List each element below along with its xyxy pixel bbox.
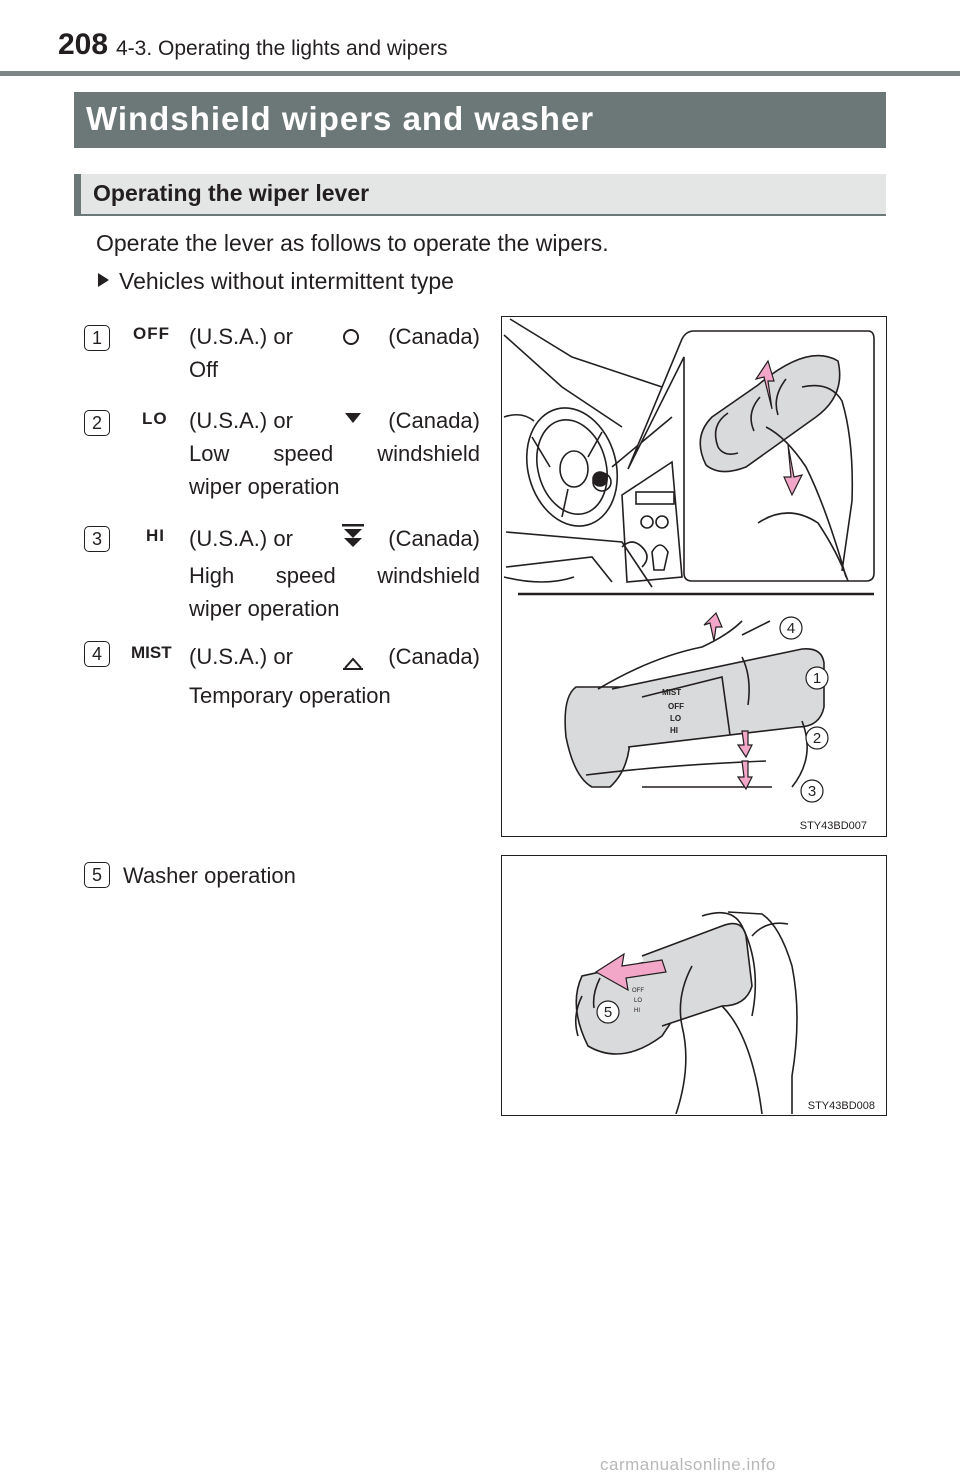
item-4-desc-line: Temporary operation [189,683,391,708]
page-number: 208 [58,28,109,61]
callout-5: 5 [604,1004,612,1021]
section-breadcrumb: 4-3. Operating the lights and wipers [116,37,448,60]
mode-label-lo: LO [142,409,168,428]
canada-symbol-hi-icon [341,524,364,559]
item-5-description: Washer operation [123,863,296,888]
washer-figure: OFF LO HI 5 STY43BD008 [501,855,887,1116]
item-number-2: 2 [84,410,110,436]
lever-mark-off: OFF [668,702,684,711]
figure-code: STY43BD007 [800,820,867,832]
canada-label: (Canada) [388,526,480,551]
mode-label-mist: MIST [131,643,172,662]
figure-code: STY43BD008 [808,1100,875,1112]
item-4-mode-line: (U.S.A.) or (Canada) [189,640,480,679]
item-number-4: 4 [84,641,110,667]
vehicle-type-text: Vehicles without intermittent type [119,268,454,294]
item-number-3: 3 [84,526,110,552]
lever-mark-mist: MIST [662,688,681,697]
item-2-description: (U.S.A.) or (Canada) Low speed windshiel… [189,404,480,503]
callout-2: 2 [813,730,821,747]
canada-symbol-mist-icon [342,646,363,679]
item-2-mode-line: (U.S.A.) or (Canada) [189,404,480,437]
lever-mark-lo: LO [670,714,681,723]
item-number-5: 5 [84,862,110,888]
canada-symbol-off-icon [342,329,359,345]
canada-label: (Canada) [388,408,480,433]
lever-mark-off: OFF [632,988,644,994]
lever-mark-hi: HI [670,726,678,735]
item-1-mode-line: (U.S.A.) or (Canada) [189,320,480,353]
usa-label: (U.S.A.) or [189,324,293,349]
callout-3: 3 [808,783,816,800]
section-title: Windshield wipers and washer [74,92,886,148]
usa-label: (U.S.A.) or [189,526,293,551]
usa-label: (U.S.A.) or [189,644,293,669]
canada-label: (Canada) [388,324,480,349]
item-2-desc-line: wiper operation [189,474,340,499]
usa-label: (U.S.A.) or [189,408,293,433]
mode-label-off: OFF [133,324,170,343]
triangle-bullet-icon [98,273,109,287]
item-1-description: (U.S.A.) or (Canada) Off [189,320,480,386]
callout-1: 1 [813,670,821,687]
vehicle-type-heading: Vehicles without intermittent type [98,268,454,295]
item-number-1: 1 [84,325,110,351]
canada-symbol-lo-icon [344,413,361,423]
header-rule [0,71,960,76]
lever-mark-lo: LO [634,998,642,1004]
watermark: carmanualsonline.info [600,1455,776,1474]
lever-mark-hi: HI [634,1008,640,1014]
item-4-description: (U.S.A.) or (Canada) Temporary operation [189,640,480,712]
wiper-lever-figure: MIST OFF LO HI 4 1 2 3 STY43BD007 [501,316,887,837]
item-3-mode-line: (U.S.A.) or (Canada) [189,522,480,559]
item-1-desc-line: Off [189,357,218,382]
subsection-title: Operating the wiper lever [74,174,886,216]
item-3-desc-line: High speed windshield [189,563,480,588]
item-2-desc-line: Low speed windshield [189,441,480,466]
mode-label-hi: HI [146,526,165,545]
item-3-description: (U.S.A.) or (Canada) High speed windshie… [189,522,480,625]
washer-illustration: OFF LO HI 5 STY43BD008 [574,911,875,1115]
callout-4: 4 [787,620,795,637]
canada-label: (Canada) [388,644,480,669]
wiper-lever-illustration: MIST OFF LO HI 4 1 2 3 STY43BD007 [503,318,875,832]
item-3-desc-line: wiper operation [189,596,340,621]
intro-text: Operate the lever as follows to operate … [96,230,609,256]
